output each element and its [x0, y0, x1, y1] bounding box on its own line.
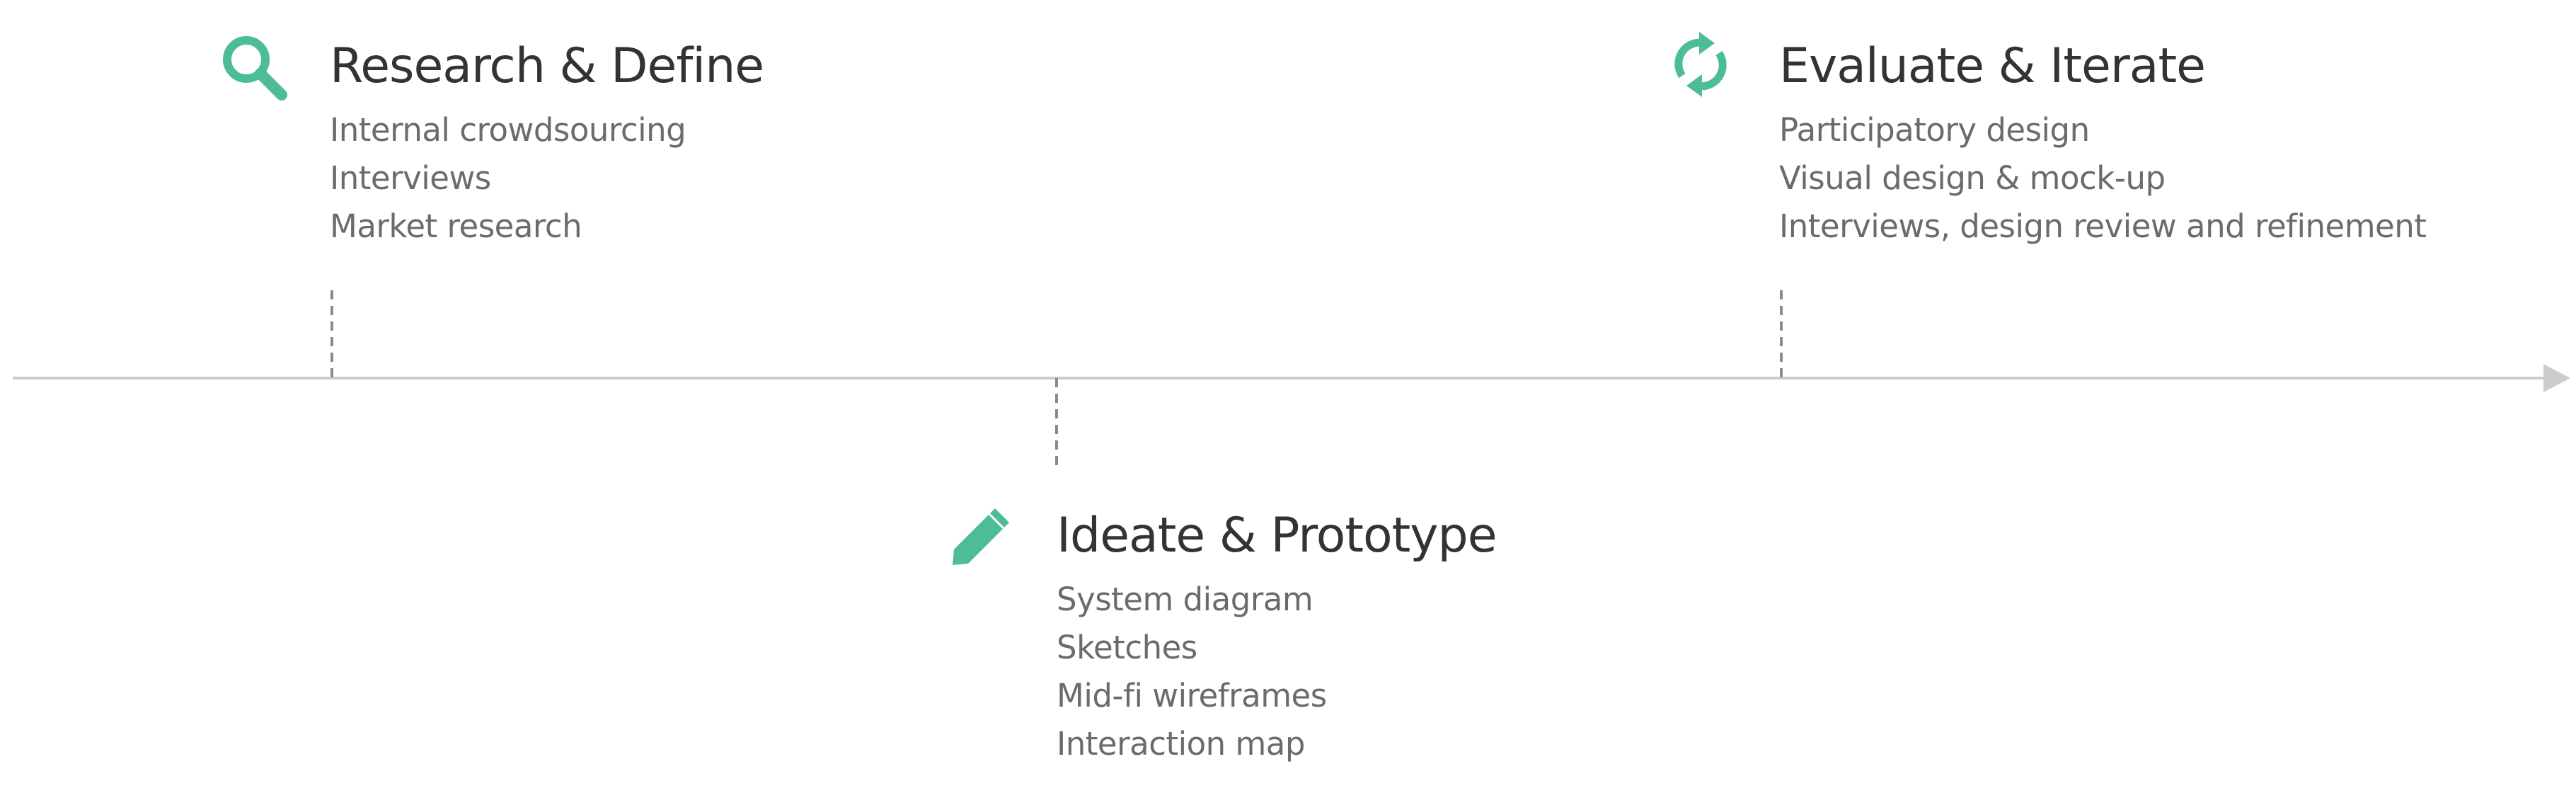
phase-item: Interviews: [330, 159, 491, 197]
phase-item-list: System diagram Sketches Mid-fi wireframe…: [1057, 576, 1327, 768]
phase-item: Interaction map: [1057, 725, 1305, 763]
pencil-icon: [945, 501, 1016, 572]
phase-item: Interviews, design review and refinement: [1779, 207, 2427, 245]
phase-item: Sketches: [1057, 629, 1197, 666]
phase-item: Market research: [330, 207, 582, 245]
phase-item: Mid-fi wireframes: [1057, 677, 1327, 714]
phase-item: Visual design & mock-up: [1779, 159, 2166, 197]
phase-item: System diagram: [1057, 581, 1313, 618]
phase-title: Research & Define: [330, 38, 764, 94]
phase-item: Participatory design: [1779, 111, 2090, 149]
timeline-arrowhead: [2543, 364, 2570, 392]
phase-item-list: Participatory design Visual design & moc…: [1779, 106, 2427, 251]
phase-title: Ideate & Prototype: [1057, 508, 1497, 564]
phase-item-list: Internal crowdsourcing Interviews Market…: [330, 106, 686, 251]
phase-item: Internal crowdsourcing: [330, 111, 686, 149]
refresh-icon: [1665, 29, 1736, 100]
search-icon: [219, 33, 290, 103]
phase-title: Evaluate & Iterate: [1779, 38, 2206, 94]
